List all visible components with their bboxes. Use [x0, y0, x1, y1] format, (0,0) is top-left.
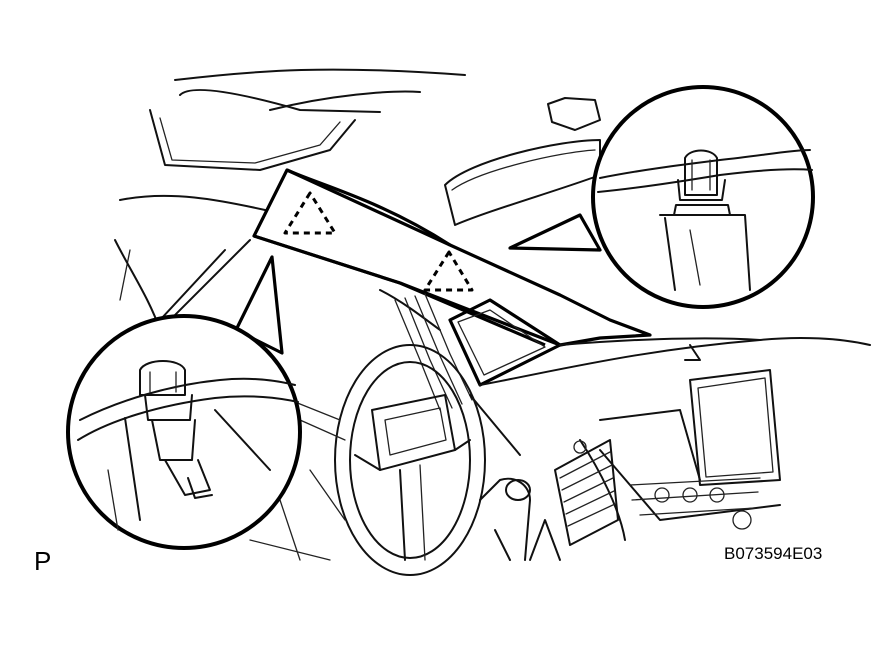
roof-lining: [119, 68, 466, 211]
dashboard: [469, 336, 871, 546]
steering-wheel: [334, 344, 486, 576]
rearview-mirror: [444, 97, 601, 226]
a-pillar-garnish: [252, 168, 652, 347]
view-marker-label: P: [34, 546, 52, 576]
clip-detail-right: [508, 85, 815, 309]
caution-triangle-icon-1: [283, 191, 337, 235]
clip-detail-left: [66, 255, 302, 550]
figure-id-label: B073594E03: [724, 544, 823, 563]
caution-triangle-icon-2: [423, 250, 474, 292]
